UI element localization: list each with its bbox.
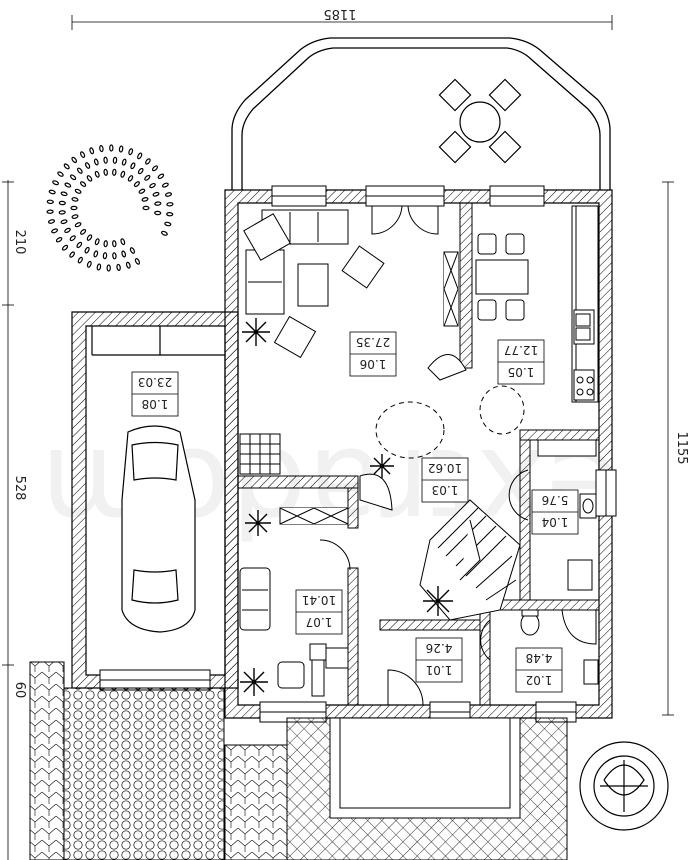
dining-table-set: [475, 233, 529, 321]
room-number: 1.08: [142, 397, 169, 411]
plant-icon: [240, 318, 453, 696]
bookshelf: [279, 251, 459, 525]
column: [359, 354, 467, 511]
room-number: 1.02: [526, 673, 553, 687]
car-symbol: [91, 326, 225, 633]
room-number: 1.05: [508, 365, 535, 379]
terrace-door: [371, 205, 439, 235]
room-label-1-03: 10.62 1.03: [421, 457, 469, 503]
paving: [29, 661, 568, 860]
kitchen-counter: [571, 205, 599, 403]
dimension-left-middle: 528: [12, 476, 27, 501]
windows: [99, 185, 617, 723]
room-area: 23.03: [138, 375, 172, 389]
staircase: [419, 499, 521, 621]
room-area: 10.62: [428, 461, 462, 475]
study-furniture: [239, 567, 349, 697]
room-label-1-01: 4.26 1.01: [415, 637, 463, 683]
doors: [319, 469, 529, 706]
room-label-1-05: 12.77 1.05: [497, 339, 545, 385]
dimension-right: 1155: [674, 431, 689, 464]
room-area: 5.76: [542, 493, 569, 507]
room-label-1-04: 5.76 1.04: [531, 489, 579, 535]
room-area: 27.35: [356, 335, 390, 349]
room-number: 1.04: [542, 515, 569, 529]
dimension-left-lower: 60: [12, 682, 27, 699]
terrace: [231, 37, 611, 190]
dimension-lines: [2, 15, 674, 860]
armchair: [273, 245, 385, 359]
exterior-walls: [71, 189, 613, 719]
room-number: 1.01: [426, 663, 453, 677]
bathroom-fixtures: [520, 439, 599, 685]
room-area: 10.41: [302, 593, 336, 607]
arch-openings: [375, 385, 525, 459]
room-area: 4.48: [526, 651, 553, 665]
fireplace: [239, 433, 281, 475]
room-number: 1.07: [306, 615, 333, 629]
tree-symbol: [46, 144, 174, 272]
interior-walls: [237, 202, 600, 706]
room-area: 4.26: [426, 641, 453, 655]
room-number: 1.06: [360, 357, 387, 371]
room-area: 12.77: [504, 343, 538, 357]
shrub-symbol: [579, 741, 669, 831]
room-label-1-08: 23.03 1.08: [131, 371, 179, 417]
living-room-sofa: [243, 209, 349, 315]
terrace-table-set: [438, 78, 522, 164]
room-number: 1.03: [432, 483, 459, 497]
room-label-1-07: 10.41 1.07: [295, 589, 343, 635]
dimension-left-upper: 210: [12, 230, 27, 255]
dimension-top: 1185: [323, 6, 356, 21]
room-label-1-06: 27.35 1.06: [349, 331, 397, 377]
room-label-1-02: 4.48 1.02: [515, 647, 563, 693]
room-labels: 4.26 1.01 4.48 1.02 10.62 1.03 5.76 1.04 12.77 1.…: [131, 331, 579, 693]
